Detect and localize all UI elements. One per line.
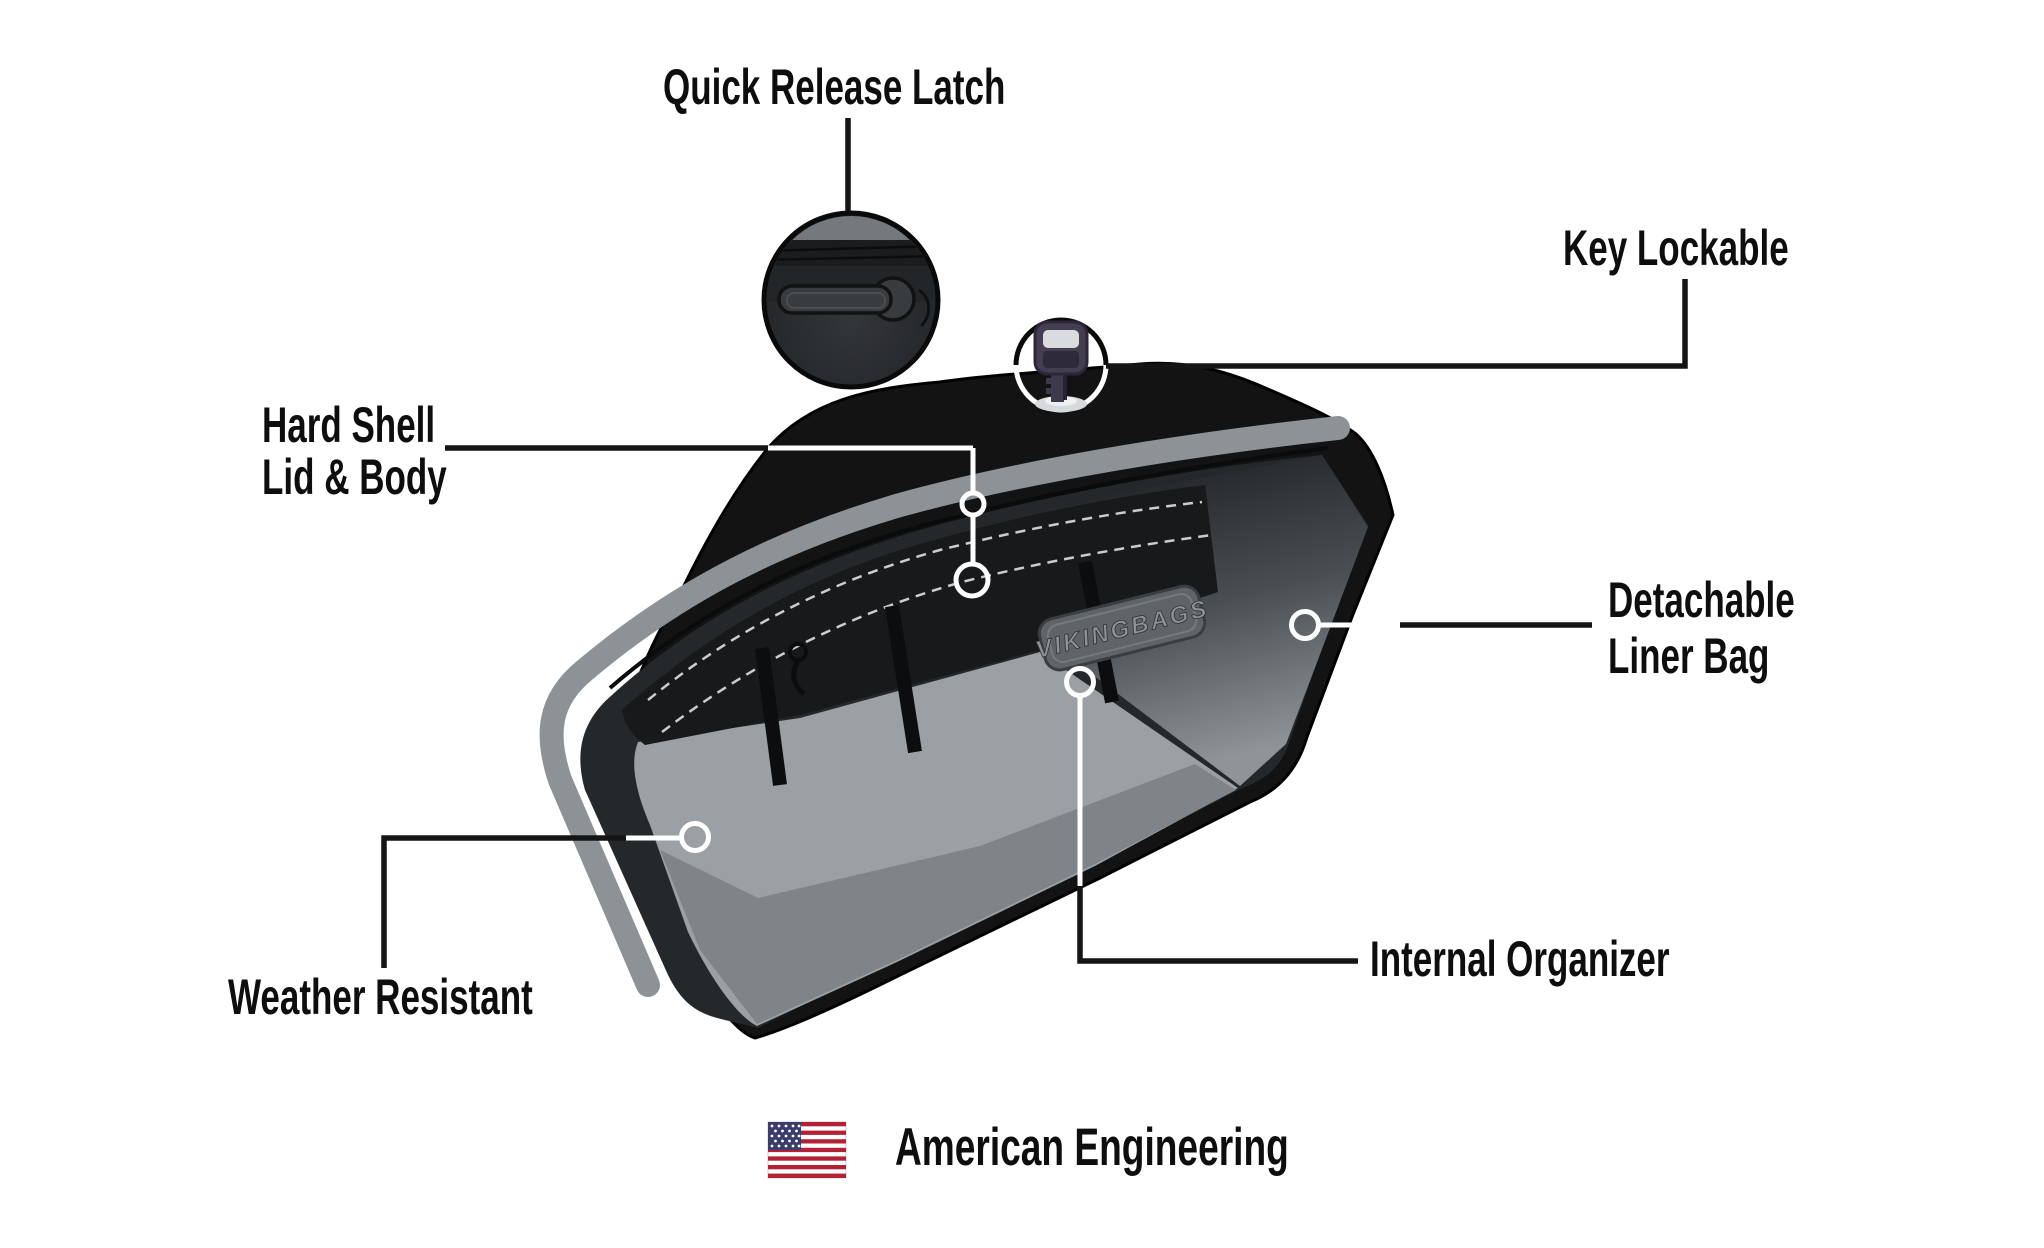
- us-flag-icon: [767, 1121, 847, 1179]
- label-hard-shell: Hard Shell Lid & Body: [262, 399, 447, 503]
- interior-floor-shadow: [660, 764, 1236, 1024]
- leader-weather: [381, 835, 626, 968]
- latch-lever: [777, 276, 931, 328]
- label-quick-release-latch: Quick Release Latch: [663, 59, 1006, 115]
- marker-ring-detachable: [1289, 609, 1321, 641]
- label-weather-resistant: Weather Resistant: [228, 969, 533, 1025]
- marker-rings: [679, 490, 1321, 853]
- marker-ring-hard-shell-large: [953, 561, 991, 599]
- label-american-engineering: American Engineering: [895, 1118, 1289, 1177]
- label-detachable-line2: Liner Bag: [1608, 628, 1770, 684]
- label-hard-shell-line1: Hard Shell: [262, 397, 436, 453]
- marker-ring-weather: [679, 821, 711, 853]
- key-icon: [1033, 320, 1089, 412]
- leader-key-lockable: [1106, 279, 1688, 369]
- leader-internal: [1077, 886, 1358, 964]
- label-internal-organizer: Internal Organizer: [1370, 931, 1670, 987]
- vikingbags-badge: VIKINGBAGS: [1033, 584, 1212, 672]
- latch-closeup-circle: [761, 210, 941, 390]
- lid-seam-line: [608, 446, 1329, 690]
- key-lock-circle: [1013, 317, 1109, 413]
- label-hard-shell-line2: Lid & Body: [262, 449, 447, 505]
- leader-lines-white: [626, 445, 1400, 886]
- marker-ring-hard-shell-small: [959, 490, 987, 518]
- organizer-stitching: [647, 500, 1213, 733]
- marker-ring-internal: [1064, 666, 1096, 698]
- label-detachable-liner-bag: Detachable Liner Bag: [1608, 572, 1795, 684]
- lid-rim-stripe: [539, 416, 1350, 997]
- label-key-lockable: Key Lockable: [1563, 220, 1789, 276]
- label-detachable-line1: Detachable: [1608, 572, 1795, 628]
- leader-lines-black: [381, 118, 1688, 968]
- zipper-pull-icon: [788, 642, 808, 696]
